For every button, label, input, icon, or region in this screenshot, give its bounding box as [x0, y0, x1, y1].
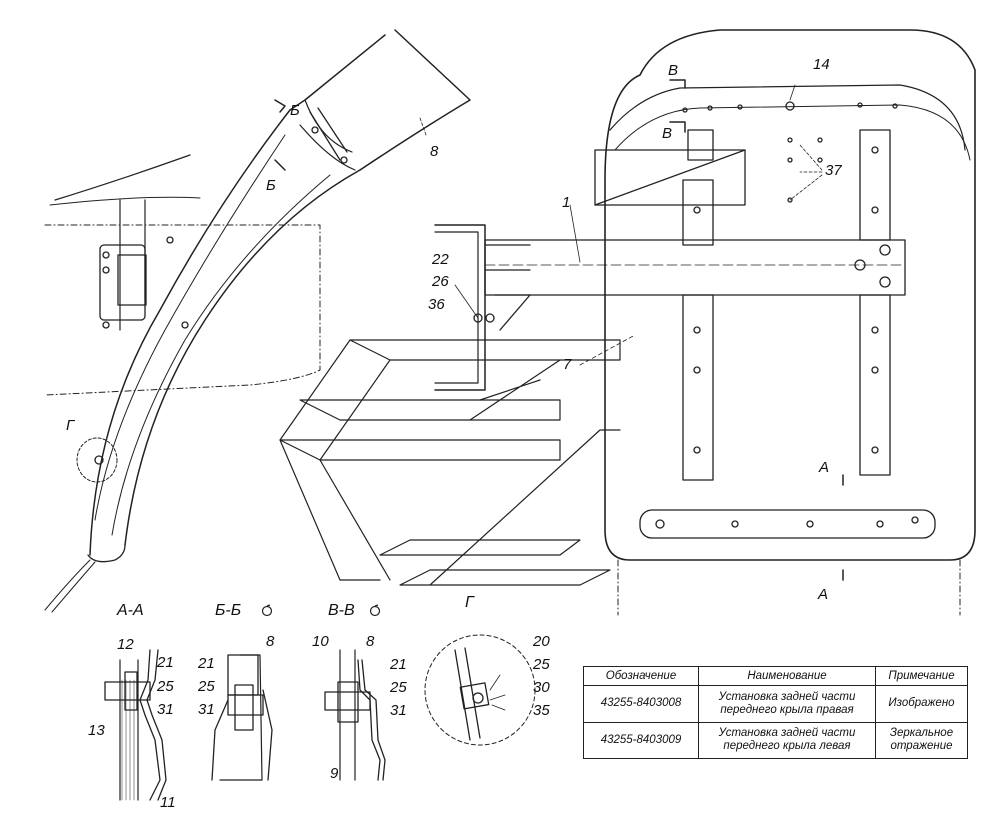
aa-part-21: 21 — [157, 654, 174, 671]
aa-part-12: 12 — [117, 636, 134, 653]
callout-36: 36 — [428, 296, 445, 313]
header-note: Примечание — [875, 666, 968, 686]
callout-26: 26 — [432, 273, 449, 290]
detail-g-drawing — [424, 634, 536, 746]
g-part-35: 35 — [533, 702, 550, 719]
aa-part-13: 13 — [88, 722, 105, 739]
vv-part-10: 10 — [312, 633, 329, 650]
bb-part-25: 25 — [198, 678, 215, 695]
row-note-line1: Зеркальное — [889, 727, 954, 740]
g-part-25: 25 — [533, 656, 550, 673]
bb-part-21: 21 — [198, 655, 215, 672]
marker-b-lower: Б — [266, 177, 276, 194]
section-bb-drawing — [211, 654, 273, 781]
row-name-line2: переднего крыла левая — [723, 740, 851, 753]
vv-part-31: 31 — [390, 702, 407, 719]
specification-table: Обозначение Наименование Примечание 4325… — [583, 666, 968, 759]
table-header-row: Обозначение Наименование Примечание — [583, 666, 968, 686]
callout-1: 1 — [562, 194, 571, 211]
row-code: 43255-8403009 — [583, 721, 699, 759]
g-part-20: 20 — [533, 633, 550, 650]
marker-b-upper: Б — [290, 102, 300, 119]
row-name-line2: переднего крыла правая — [720, 703, 854, 716]
main-assembly-view — [274, 29, 976, 616]
section-aa-drawing — [104, 649, 167, 801]
vv-part-8: 8 — [366, 633, 375, 650]
header-designation: Обозначение — [583, 666, 699, 686]
callout-8: 8 — [430, 143, 439, 160]
row-name-line1: Установка задней части — [718, 690, 856, 703]
rotate-symbol-icon — [261, 604, 273, 617]
callout-g-main: Г — [66, 417, 75, 434]
row-note: Изображено — [875, 685, 968, 723]
aa-part-25: 25 — [157, 678, 174, 695]
rotate-symbol-icon — [369, 604, 381, 617]
aa-part-11: 11 — [160, 794, 176, 811]
row-note-line2: отражение — [890, 740, 953, 753]
section-vv-title: В-В — [328, 602, 355, 619]
vv-part-21: 21 — [390, 656, 407, 673]
fender-left-view — [44, 29, 471, 613]
marker-v-bottom: В — [662, 125, 673, 142]
callout-37: 37 — [825, 162, 842, 179]
aa-part-31: 31 — [157, 701, 174, 718]
bb-part-31: 31 — [198, 701, 215, 718]
marker-a-upper: А — [819, 459, 830, 476]
callout-14: 14 — [813, 56, 830, 73]
callout-7: 7 — [563, 356, 572, 373]
section-aa-title: А-А — [117, 602, 144, 619]
vv-part-9: 9 — [330, 765, 339, 782]
marker-a-lower: А — [818, 586, 829, 603]
section-vv-drawing — [324, 649, 386, 781]
marker-v-top: В — [668, 62, 679, 79]
detail-g-title: Г — [465, 594, 474, 611]
header-name: Наименование — [698, 666, 876, 686]
vv-part-25: 25 — [390, 679, 407, 696]
g-part-30: 30 — [533, 679, 550, 696]
bb-part-8: 8 — [266, 633, 275, 650]
row-code: 43255-8403008 — [583, 685, 699, 723]
section-bb-title: Б-Б — [215, 602, 242, 619]
row-name-line1: Установка задней части — [718, 727, 856, 740]
row-note-line1: Изображено — [888, 697, 955, 710]
callout-22: 22 — [432, 251, 449, 268]
